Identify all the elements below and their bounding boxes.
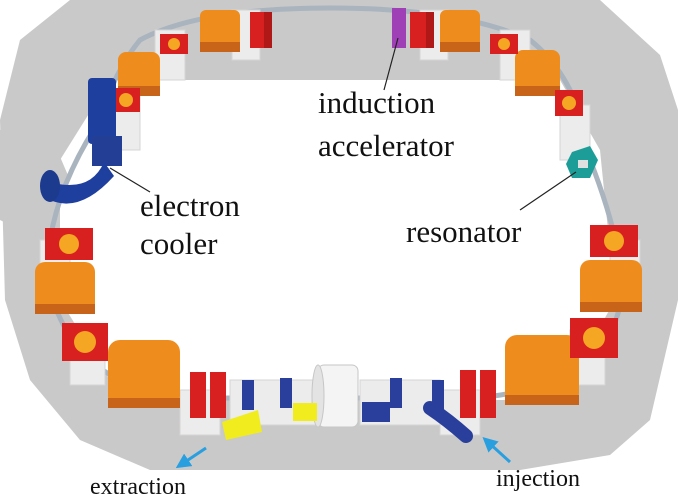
dipole-magnet (108, 340, 180, 408)
septum-magnets (222, 403, 317, 440)
quadrupole-magnet (460, 370, 496, 418)
dipole-magnet (580, 260, 642, 312)
extraction-label: extraction (90, 474, 186, 498)
induction-label-line1: induction (318, 85, 436, 120)
quadrupole-magnet (410, 12, 434, 48)
quadrupole-magnets (45, 12, 638, 418)
injection-line (423, 401, 473, 443)
dipole-magnet (440, 10, 480, 52)
dipole-magnet (515, 50, 560, 96)
electron-label-line1: electron (140, 188, 240, 223)
quadrupole-magnet (160, 34, 188, 54)
electron-label-line2: cooler (140, 226, 218, 261)
dipole-magnet (200, 10, 240, 52)
induction-label-line2: accelerator (318, 128, 455, 163)
quadrupole-magnet (250, 12, 272, 48)
injection-arrow (482, 436, 512, 464)
dipole-magnet (505, 335, 579, 405)
injection-label: injection (496, 466, 580, 492)
leader-lines (109, 37, 577, 211)
quadrupole-magnet (590, 225, 638, 257)
quadrupole-magnet (62, 323, 108, 361)
electron-cooler (40, 78, 122, 204)
quadrupole-magnet (45, 228, 93, 260)
resonator (566, 146, 598, 178)
quadrupole-magnet (112, 88, 140, 112)
quadrupole-magnet (570, 318, 618, 358)
floor-shadow (0, 0, 678, 470)
corrector-magnets (242, 378, 444, 422)
extraction-arrow (175, 446, 207, 469)
rf-cavity (311, 364, 359, 428)
quadrupole-magnet (190, 372, 226, 418)
quadrupole-magnet (490, 34, 518, 54)
dipole-magnet (35, 262, 95, 314)
resonator-label: resonator (406, 214, 522, 249)
induction-accelerator (392, 8, 406, 48)
quadrupole-magnet (555, 90, 583, 116)
